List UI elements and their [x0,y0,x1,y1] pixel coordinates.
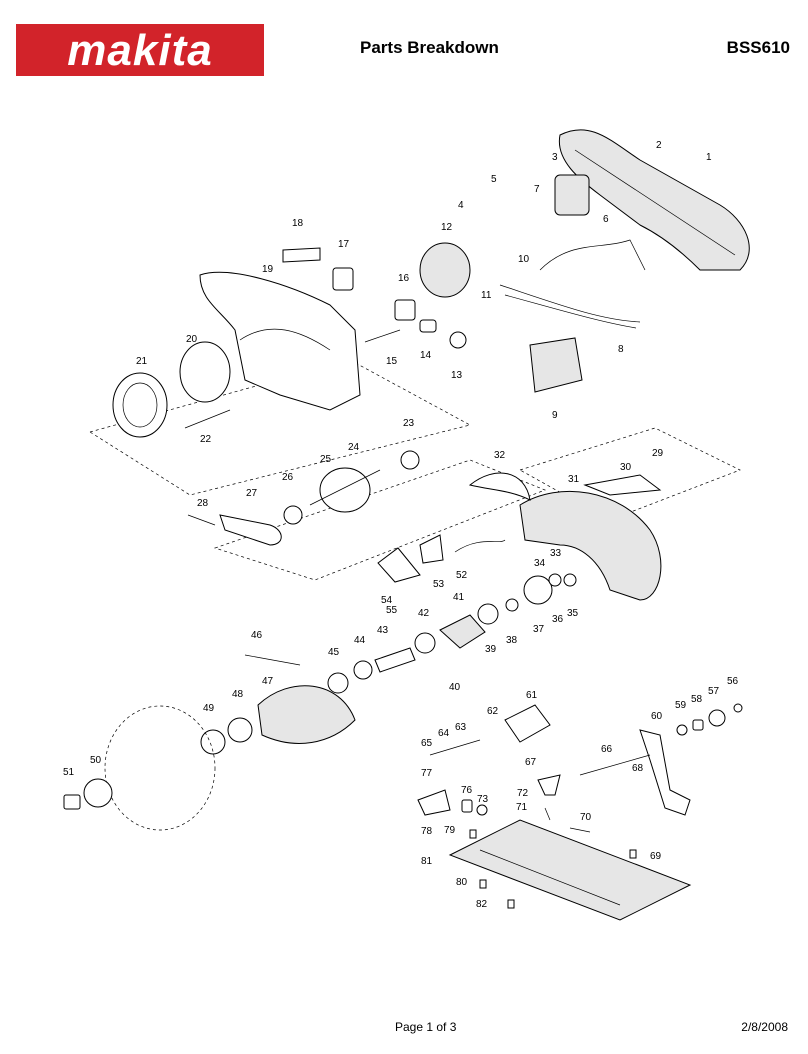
part-number-label: 20 [186,334,198,345]
part-number-label: 80 [456,877,468,888]
part-number-label: 30 [620,462,632,473]
part-number-label: 48 [232,689,244,700]
svg-text:makita: makita [67,26,212,75]
part-number-label: 41 [453,592,465,603]
part-number-label: 60 [651,711,663,722]
part-number-label: 36 [552,614,564,625]
part-number-label: 82 [476,899,488,910]
part-number-label: 8 [618,344,624,355]
part-number-label: 35 [567,608,579,619]
part-number-label: 19 [262,264,274,275]
part-number-label: 31 [568,474,580,485]
part-number-label: 52 [456,570,468,581]
part-number-label: 25 [320,454,332,465]
part-number-label: 17 [338,239,350,250]
part-number-label: 7 [534,184,540,195]
part-number-label: 11 [481,290,492,301]
part-number-label: 68 [632,763,644,774]
part-number-label: 73 [477,794,489,805]
page-number: Page 1 of 3 [395,1020,457,1034]
part-number-label: 10 [518,254,530,265]
part-number-label: 49 [203,703,215,714]
part-number-label: 51 [63,767,75,778]
part-number-label: 76 [461,785,473,796]
part-number-label: 62 [487,706,499,717]
part-number-label: 58 [691,694,703,705]
part-number-label: 4 [458,200,464,211]
part-number-label: 33 [550,548,562,559]
part-number-label: 38 [506,635,518,646]
part-number-label: 71 [516,802,528,813]
part-number-label: 42 [418,608,430,619]
part-number-label: 6 [603,214,609,225]
part-number-label: 81 [421,856,433,867]
part-number-label: 66 [601,744,613,755]
model-number: BSS610 [726,38,790,57]
part-number-label: 45 [328,647,340,658]
part-number-label: 5 [491,174,497,185]
part-number-label: 63 [455,722,467,733]
part-number-label: 14 [420,350,432,361]
part-number-label: 46 [251,630,263,641]
makita-logo: makita [16,24,264,76]
part-number-label: 47 [262,676,274,687]
part-number-label: 12 [441,222,453,233]
part-number-label: 72 [517,788,529,799]
part-number-label: 79 [444,825,456,836]
part-number-label: 69 [650,851,662,862]
part-number-label: 24 [348,442,360,453]
part-number-label: 21 [136,356,148,367]
part-number-label: 64 [438,728,450,739]
part-number-label: 55 [386,605,398,616]
page-title: Parts Breakdown [360,38,499,57]
part-number-label: 54 [381,595,393,606]
part-number-label: 18 [292,218,304,229]
part-number-label: 9 [552,410,558,421]
part-number-label: 3 [552,152,558,163]
part-number-label: 28 [197,498,209,509]
part-number-label: 34 [534,558,546,569]
part-number-label: 77 [421,768,433,779]
part-number-label: 53 [433,579,445,590]
part-number-label: 39 [485,644,497,655]
part-number-label: 2 [656,140,662,151]
part-number-label: 61 [526,690,538,701]
part-number-label: 78 [421,826,433,837]
part-number-label: 56 [727,676,739,687]
part-number-label: 32 [494,450,506,461]
part-number-label: 13 [451,370,463,381]
part-number-label: 65 [421,738,433,749]
part-number-label: 40 [449,682,461,693]
part-number-label: 23 [403,418,415,429]
part-number-label: 59 [675,700,687,711]
part-number-label: 50 [90,755,102,766]
part-number-label: 26 [282,472,294,483]
part-number-label: 57 [708,686,720,697]
part-number-label: 37 [533,624,545,635]
part-number-label: 1 [706,152,712,163]
part-number-label: 22 [200,434,212,445]
part-number-label: 43 [377,625,389,636]
part-number-label: 67 [525,757,537,768]
part-number-label: 27 [246,488,258,499]
document-date: 2/8/2008 [741,1020,788,1034]
part-number-label: 16 [398,273,410,284]
part-number-label: 29 [652,448,664,459]
part-number-label: 44 [354,635,366,646]
part-number-label: 70 [580,812,592,823]
part-number-label: 15 [386,356,398,367]
